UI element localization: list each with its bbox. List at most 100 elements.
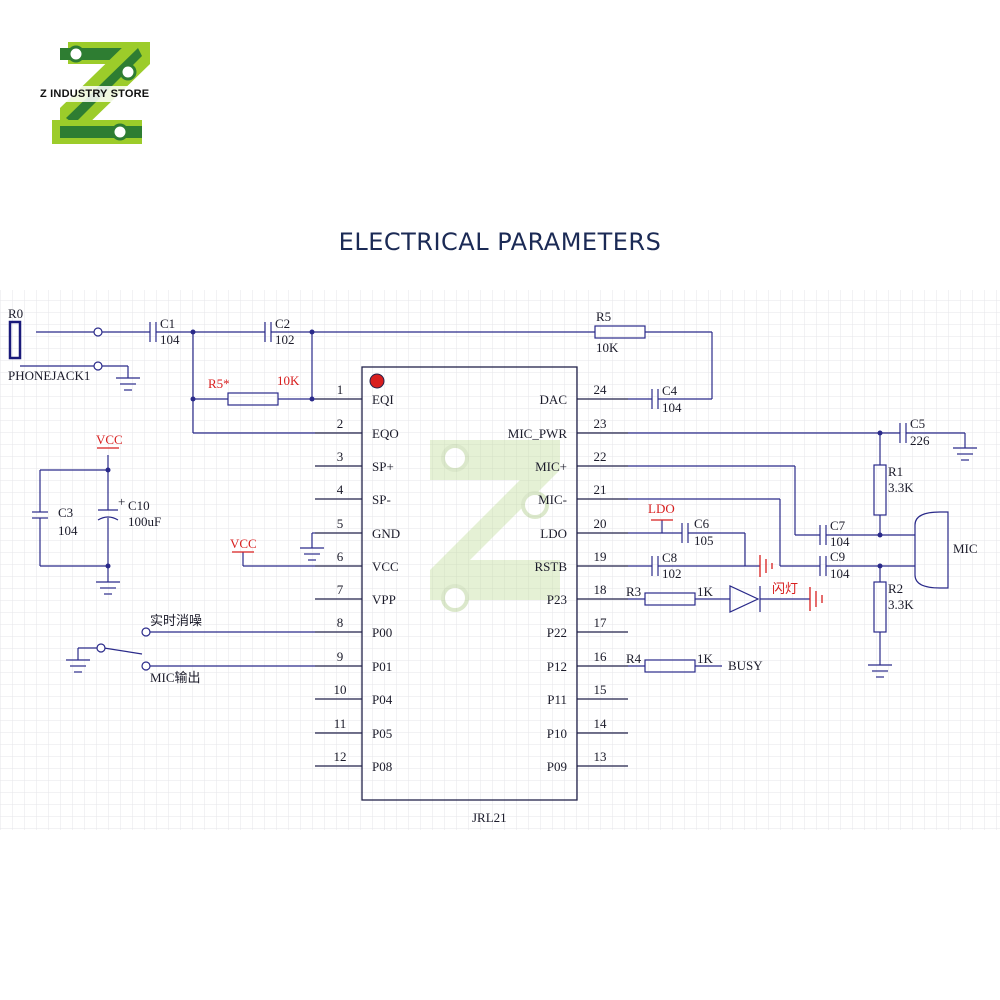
grid-background [0,290,1000,830]
c7-label: C7 [830,518,846,533]
c3-label: C3 [58,505,73,520]
r4-value: 1K [697,651,714,666]
vcc-top-label: VCC [96,432,123,447]
c10-value: 100uF [128,514,161,529]
busy-label: BUSY [728,658,763,673]
terminals [93,327,151,671]
right-pin-label: MIC+ [535,459,567,474]
switch1-label: 实时消噪 [150,613,202,628]
phonejack-label: PHONEJACK1 [8,368,90,383]
right-pin-number: 19 [594,549,607,564]
r4-label: R4 [626,651,642,666]
c2-label: C2 [275,316,290,331]
right-pin-label: P22 [547,625,567,640]
r2-label: R2 [888,581,903,596]
left-pin-number: 11 [334,716,347,731]
left-pin-label: P01 [372,659,392,674]
right-pin-number: 18 [594,582,607,597]
left-pin-label: SP- [372,492,391,507]
left-pin-number: 10 [334,682,347,697]
c6-label: C6 [694,516,710,531]
r0-label: R0 [8,306,23,321]
c8-label: C8 [662,550,677,565]
r5s-value: 10K [277,373,300,388]
right-pin-label: P09 [547,759,567,774]
c10-label: C10 [128,498,150,513]
ldo-net-label: LDO [648,501,675,516]
store-logo [36,42,164,144]
right-pin-label: P11 [547,692,567,707]
right-pin-label: DAC [540,392,567,407]
c4-value: 104 [662,400,682,415]
right-pin-number: 20 [594,516,607,531]
c8-value: 102 [662,566,682,581]
r5s-label: R5* [208,376,230,391]
left-pin-label: EQI [372,392,394,407]
c2-value: 102 [275,332,295,347]
left-pin-label: GND [372,526,400,541]
c4-label: C4 [662,383,678,398]
right-pin-label: MIC_PWR [508,426,568,441]
chip-name: JRL21 [472,810,507,825]
c9-label: C9 [830,549,845,564]
right-pin-number: 21 [594,482,607,497]
ground-symbols [66,377,977,678]
c9-value: 104 [830,566,850,581]
c1-label: C1 [160,316,175,331]
right-pin-label: P12 [547,659,567,674]
left-pin-number: 12 [334,749,347,764]
right-pin-label: P10 [547,726,567,741]
chip-body [361,366,578,801]
r5-value: 10K [596,340,619,355]
left-pin-label: VPP [372,592,396,607]
left-pin-label: VCC [372,559,399,574]
junctions [105,329,883,569]
left-pin-number: 7 [337,582,344,597]
right-pin-number: 13 [594,749,607,764]
right-pin-label: RSTB [534,559,567,574]
c5-label: C5 [910,416,925,431]
r1-label: R1 [888,464,903,479]
r1-value: 3.3K [888,480,914,495]
pin1-marker [369,373,385,389]
right-pin-number: 24 [594,382,608,397]
r3-label: R3 [626,584,641,599]
left-pin-number: 5 [337,516,344,531]
left-pin-label: P04 [372,692,393,707]
left-pin-number: 6 [337,549,344,564]
wires [8,320,977,678]
left-pin-number: 9 [337,649,344,664]
c10-plus: + [118,494,125,509]
watermark-logo [430,440,560,612]
left-pin-number: 2 [337,416,344,431]
schematic-diagram: 1EQI2EQO3SP+4SP-5GND6VCC7VPP8P009P0110P0… [0,290,1000,830]
left-pin-number: 1 [337,382,344,397]
store-name: Z INDUSTRY STORE [40,88,150,100]
c3-value: 104 [58,523,78,538]
right-pin-number: 15 [594,682,607,697]
r3-value: 1K [697,584,714,599]
left-pin-label: P08 [372,759,392,774]
r5-label: R5 [596,309,611,324]
r2-value: 3.3K [888,597,914,612]
left-pin-number: 4 [337,482,344,497]
right-pin-number: 22 [594,449,607,464]
left-pin-label: P00 [372,625,392,640]
right-pin-number: 16 [594,649,608,664]
right-pin-label: LDO [540,526,567,541]
left-pin-label: SP+ [372,459,394,474]
page-title: ELECTRICAL PARAMETERS [338,228,662,256]
left-pin-number: 3 [337,449,344,464]
right-pin-label: MIC- [538,492,567,507]
mic-label: MIC [953,541,978,556]
c1-value: 104 [160,332,180,347]
switch2-label: MIC输出 [150,670,201,685]
led-label: 闪灯 [772,581,798,596]
left-pin-label: EQO [372,426,399,441]
left-pin-label: P05 [372,726,392,741]
right-pin-number: 14 [594,716,608,731]
right-pin-number: 23 [594,416,607,431]
left-pin-number: 8 [337,615,344,630]
